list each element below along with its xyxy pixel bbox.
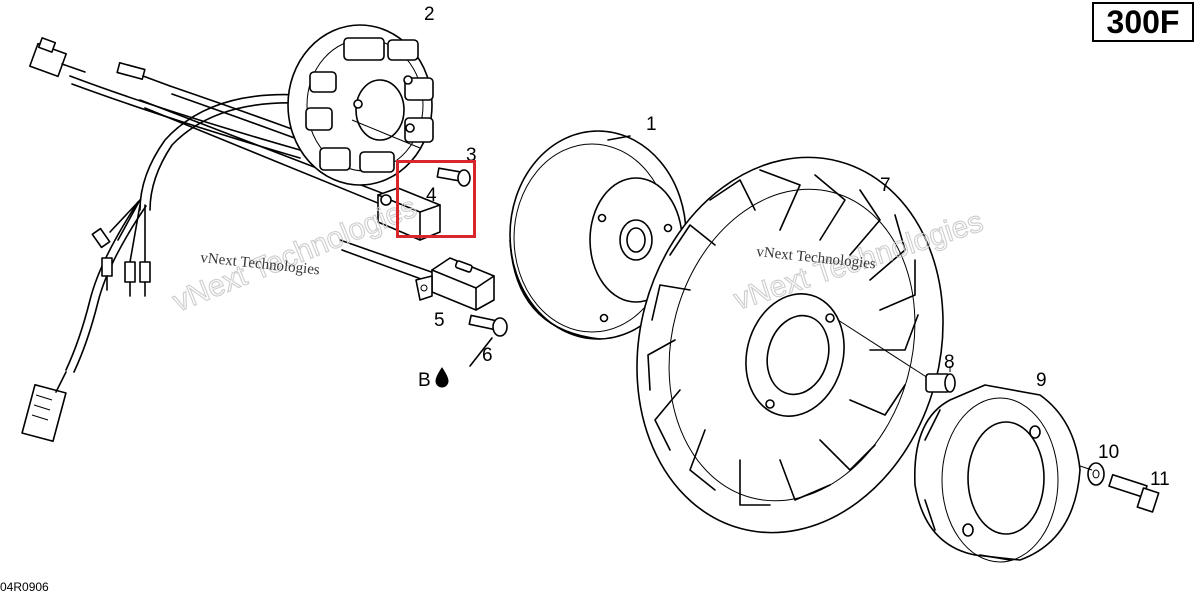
model-code-box: 300F [1092,2,1194,42]
harness-connector-top [29,37,86,78]
callout-7: 7 [880,175,891,196]
drawing-number: 04R0906 [0,580,49,594]
highlight-box-part-4 [396,160,476,238]
annotation-letter: B [418,370,431,391]
callout-11: 11 [1150,469,1170,490]
callout-10: 10 [1098,442,1119,463]
callout-numbers: 1 2 3 4 5 6 7 8 9 10 11 [424,4,1170,490]
model-code: 300F [1106,3,1180,40]
screw-3 [436,167,471,187]
harness-connector-mid [116,62,171,87]
stator [287,24,434,186]
callout-4: 4 [426,185,437,206]
callout-1: 1 [646,114,657,135]
callout-2: 2 [424,4,435,25]
bolt-11 [1108,473,1160,513]
callout-6: 6 [482,345,493,366]
bolt-6 [468,314,508,367]
oil-drop-icon [435,367,449,388]
oil-annotation: B [418,367,449,391]
harness-terminals [91,227,151,297]
starter-cup [913,384,1081,563]
callout-8: 8 [944,352,955,373]
wiring-harness [21,37,441,443]
callout-9: 9 [1036,370,1047,391]
callout-5: 5 [434,310,445,331]
spacer-8 [925,366,956,393]
fan-blades [647,169,919,506]
trigger-coil-lower [415,257,495,311]
washer-10 [1079,462,1105,486]
flywheel [509,130,687,340]
cooling-fan [636,156,944,534]
callout-3: 3 [466,145,477,166]
harness-connector-bottom [21,371,67,443]
